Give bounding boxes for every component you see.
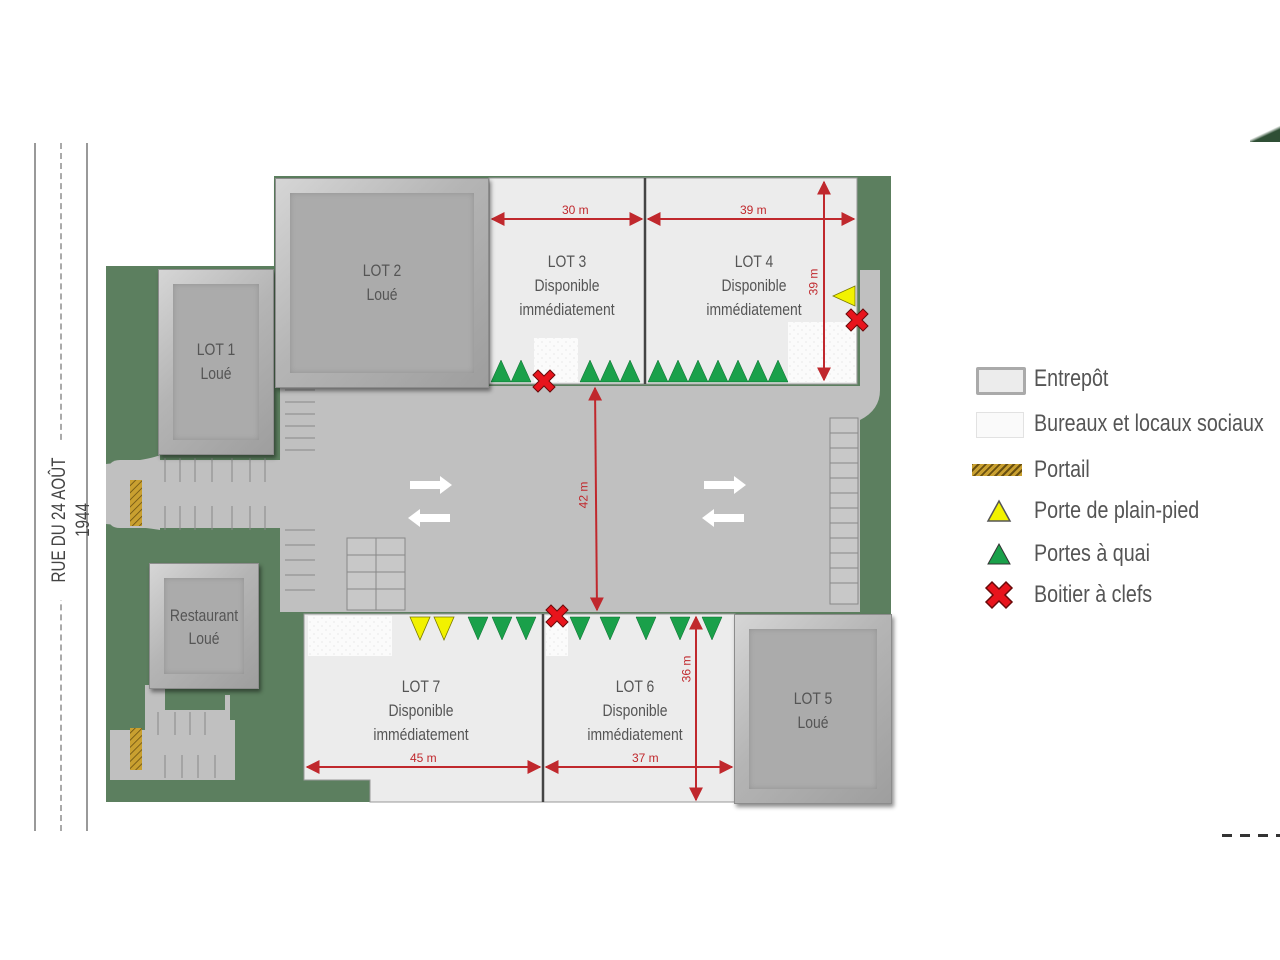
gate-north	[130, 480, 142, 526]
lot4-depth-label: 39 m	[806, 268, 821, 296]
ground-doors	[409, 285, 856, 642]
lot3-status-1: Disponible	[534, 276, 600, 295]
lot2-name: LOT 2	[362, 261, 402, 280]
lot1-building[interactable]: LOT 1 Loué	[158, 269, 274, 455]
traffic-arrows	[408, 476, 746, 527]
lot6-status-1: Disponible	[602, 701, 668, 720]
courtyard-width-label: 42 m	[576, 481, 591, 509]
corner-decoration-top	[1250, 122, 1280, 142]
lot2-status: Loué	[366, 285, 398, 304]
restaurant-name: Restaurant	[169, 606, 239, 625]
lot7-name: LOT 7	[401, 677, 441, 696]
lot4-name: LOT 4	[734, 252, 774, 271]
lot3-status-2: immédiatement	[519, 300, 615, 319]
street-edge-left	[34, 143, 36, 831]
lot2-building[interactable]: LOT 2 Loué	[275, 178, 489, 388]
central-courtyard	[280, 386, 860, 612]
lot1-status: Loué	[200, 364, 232, 383]
restaurant-building[interactable]: Restaurant Loué	[149, 563, 259, 689]
lot4-area[interactable]: LOT 4 Disponible immédiatement	[676, 250, 832, 330]
gate-south	[130, 728, 142, 770]
lot6-width-label: 37 m	[632, 751, 659, 765]
lot5-building[interactable]: LOT 5 Loué	[734, 614, 892, 804]
lot4-status-2: immédiatement	[706, 300, 802, 319]
lot3-area[interactable]: LOT 3 Disponible immédiatement	[489, 250, 645, 330]
lot5-status: Loué	[797, 713, 829, 732]
warehouse-swatch-icon	[976, 367, 1026, 395]
lot6-status-2: immédiatement	[587, 725, 683, 744]
dock-doors-north	[490, 359, 789, 383]
yellow-triangle-icon	[986, 499, 1012, 522]
street-edge-right	[86, 143, 88, 831]
dock-doors-south	[467, 616, 723, 641]
lot3-name: LOT 3	[547, 252, 587, 271]
lot7-area[interactable]: LOT 7 Disponible immédiatement	[343, 675, 499, 755]
parking-stripes	[157, 389, 859, 778]
red-cross-icon	[984, 580, 1014, 610]
lot6-name: LOT 6	[615, 677, 655, 696]
lot6-depth-label: 36 m	[679, 655, 694, 683]
lot7-status-1: Disponible	[388, 701, 454, 720]
lot5-name: LOT 5	[793, 689, 833, 708]
green-triangle-icon	[987, 542, 1011, 565]
gate-hatch-icon	[972, 464, 1022, 476]
offices-swatch-icon	[976, 412, 1024, 438]
key-boxes	[532, 308, 869, 628]
lot4-office	[788, 322, 856, 382]
lot1-name: LOT 1	[196, 340, 236, 359]
lot7-office	[308, 616, 392, 656]
lot4-width-label: 39 m	[740, 203, 767, 217]
lot6-area[interactable]: LOT 6 Disponible immédiatement	[557, 675, 713, 755]
lot7-status-2: immédiatement	[373, 725, 469, 744]
lot3-width-label: 30 m	[562, 203, 589, 217]
lot4-status-1: Disponible	[721, 276, 787, 295]
corner-decoration-bottom	[1222, 834, 1280, 837]
lot7-width-label: 45 m	[410, 751, 437, 765]
restaurant-status: Loué	[188, 629, 220, 648]
